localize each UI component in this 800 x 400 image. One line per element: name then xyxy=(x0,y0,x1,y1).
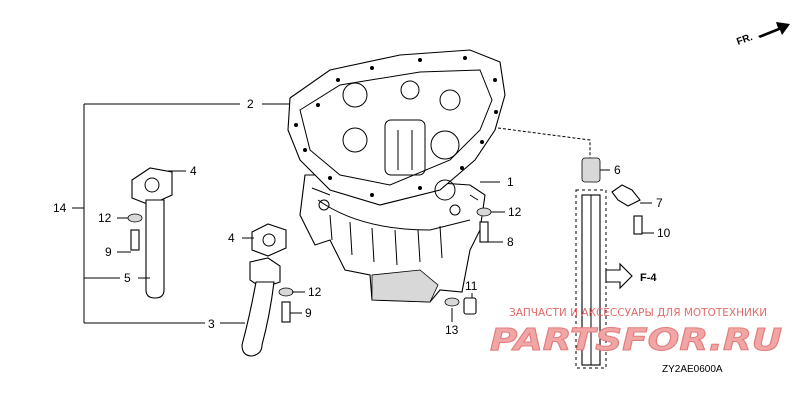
callout-3: 3 xyxy=(208,317,215,331)
callout-12-left: 12 xyxy=(98,211,112,225)
front-direction-label: FR. xyxy=(735,32,754,48)
watermark: ЗАПЧАСТИ И АКСЕССУАРЫ ДЛЯ МОТОТЕХНИКИ PA… xyxy=(490,307,783,359)
callout-8: 8 xyxy=(507,235,514,249)
callout-13: 13 xyxy=(445,323,459,337)
fasteners xyxy=(127,207,643,323)
callout-12-middle: 12 xyxy=(308,285,322,299)
dipstick-tube-assembly xyxy=(575,157,607,369)
callout-4-upper: 4 xyxy=(190,164,197,178)
callout-9-left: 9 xyxy=(105,245,112,259)
front-direction-indicator: FR. xyxy=(735,22,790,48)
callout-5: 5 xyxy=(124,271,131,285)
callout-2: 2 xyxy=(247,97,254,111)
callout-labels: 1 2 3 4 4 5 6 7 8 9 9 10 11 12 12 12 13 … xyxy=(53,97,671,337)
watermark-caption: ЗАПЧАСТИ И АКСЕССУАРЫ ДЛЯ МОТОТЕХНИКИ xyxy=(509,307,767,319)
callout-4-lower: 4 xyxy=(228,231,235,245)
callout-9-right: 9 xyxy=(305,306,312,320)
leader-lines xyxy=(72,103,654,324)
callout-7: 7 xyxy=(656,196,663,210)
callout-14: 14 xyxy=(53,201,67,215)
watermark-brand: PARTSFOR.RU xyxy=(490,323,782,358)
callout-10: 10 xyxy=(657,226,671,240)
callout-1: 1 xyxy=(507,175,514,189)
callout-12-right: 12 xyxy=(508,205,522,219)
clip-part xyxy=(611,184,641,207)
upper-pipe-assembly xyxy=(131,167,173,299)
callout-6: 6 xyxy=(614,163,621,177)
reference-arrow-icon xyxy=(605,262,633,290)
gasket-plate xyxy=(287,49,506,206)
reference-label: F-4 xyxy=(640,272,657,284)
reference-arrow: F-4 xyxy=(605,262,657,290)
lower-pipe-assembly xyxy=(241,223,287,357)
diagram-code: ZY2AE0600A xyxy=(662,364,723,375)
oil-pan-body xyxy=(299,174,486,303)
callout-11: 11 xyxy=(465,279,478,293)
front-arrow-icon xyxy=(758,22,790,38)
